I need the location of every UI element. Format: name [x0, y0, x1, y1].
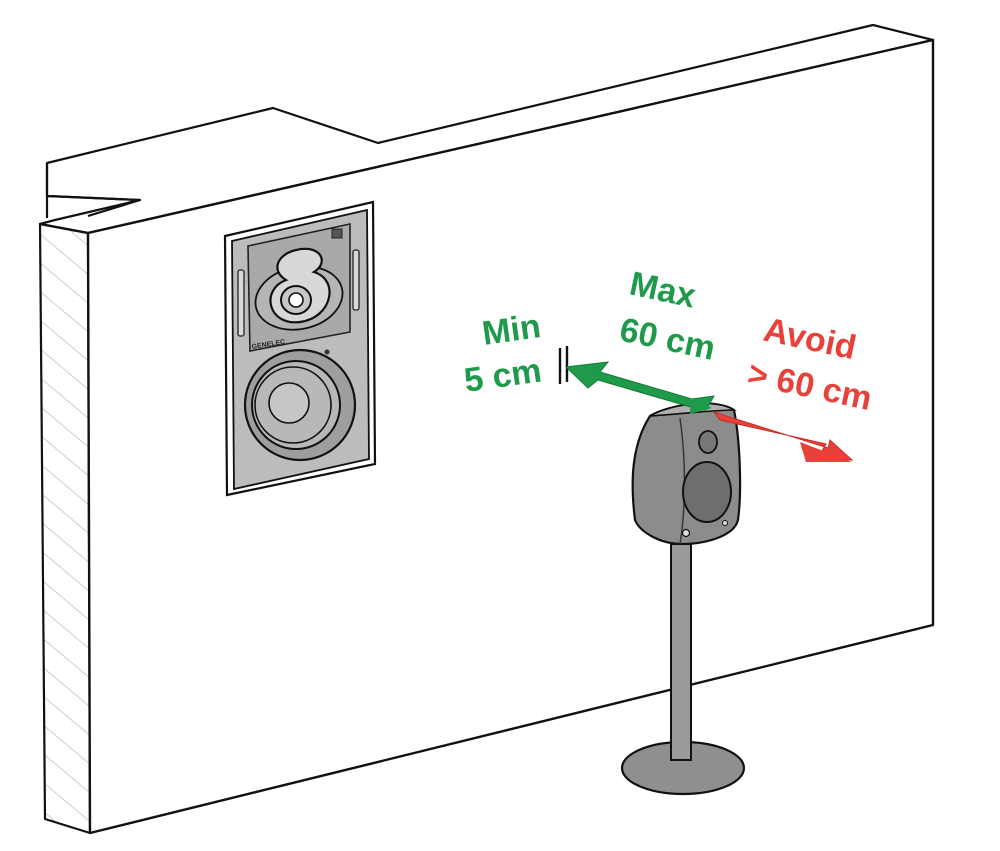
stand-speaker-led: [722, 520, 728, 526]
min-label: Min 5 cm: [462, 307, 544, 400]
wall-side-face: [38, 222, 92, 835]
right-vent: [352, 249, 360, 311]
stand-speaker-woofer: [682, 461, 732, 523]
woofer-screw: [324, 349, 330, 355]
stand-speaker-tweeter: [698, 430, 718, 454]
woofer-cone: [268, 382, 310, 424]
tweeter-dome: [288, 292, 304, 308]
min-label-line1: Min: [480, 307, 543, 353]
in-wall-speaker-icon: GENELEC: [223, 200, 377, 497]
stand-speaker-port: [681, 528, 691, 538]
speaker-on-stand-icon: [620, 402, 746, 796]
woofer-ring-inner: [254, 366, 332, 444]
wall-distance-marker: [558, 346, 569, 384]
green-distance-arrow: [564, 361, 715, 414]
wall: [38, 23, 935, 835]
stand-pole: [670, 543, 692, 761]
wall-notch-edge: [46, 194, 141, 218]
brand-badge: [331, 228, 343, 239]
left-vent: [237, 269, 245, 337]
red-avoid-arrow: [712, 411, 854, 462]
